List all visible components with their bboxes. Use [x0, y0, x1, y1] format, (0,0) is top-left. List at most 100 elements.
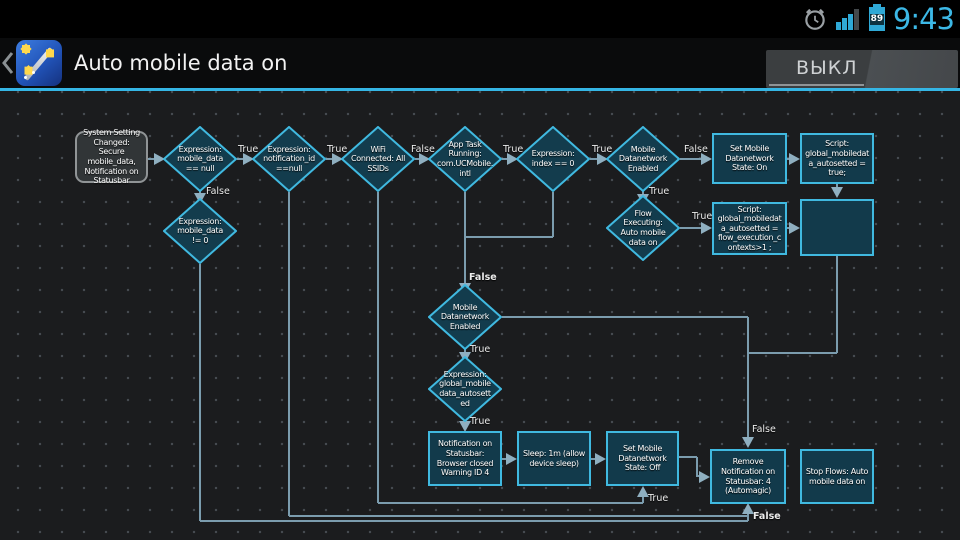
- edge-arrow-up: [742, 503, 754, 514]
- node-label: Script: global_mobiledata_autosetted = t…: [805, 139, 869, 178]
- node-expr-index-0[interactable]: Expression: index == 0: [516, 126, 590, 192]
- edge-arrow-right: [789, 153, 800, 165]
- signal-strength-icon: [835, 8, 859, 30]
- edge-segment: [378, 502, 643, 504]
- edge-label: False: [752, 424, 776, 435]
- node-label: Set Mobile Datanetwork State: Off: [618, 444, 667, 473]
- node-set-data-on[interactable]: Set Mobile Datanetwork State: On: [712, 133, 787, 184]
- edge-label: False: [469, 272, 497, 283]
- node-label: Expression: index == 0: [531, 149, 575, 168]
- diamond-shape: [163, 126, 237, 192]
- flow-enable-toggle[interactable]: ВЫКЛ: [766, 50, 958, 88]
- node-label: Stop Flows: Auto mobile data on: [805, 466, 869, 486]
- edge-segment: [680, 158, 704, 160]
- node-mobile-data-enabled-mid[interactable]: Mobile Datanetwork Enabled: [428, 284, 502, 350]
- node-app-task-running[interactable]: App Task Running: com.UCMobile.intl: [428, 126, 502, 192]
- diamond-shape: [606, 195, 680, 261]
- edge-segment: [748, 352, 837, 354]
- node-label: Set Mobile Datanetwork State: On: [725, 144, 774, 173]
- edge-label: True: [692, 211, 713, 222]
- node-label: [802, 201, 872, 254]
- edge-segment: [377, 192, 379, 503]
- node-expr-notification-id-null[interactable]: Expression: notification_id==null: [252, 126, 326, 192]
- edge-segment: [200, 520, 748, 522]
- node-stop-flows[interactable]: Stop Flows: Auto mobile data on: [800, 449, 874, 504]
- node-wifi-connected[interactable]: WiFi Connected: All SSIDs: [341, 126, 415, 192]
- node-expr-autosetted[interactable]: Expression: global_mobiledata_autosetted: [428, 356, 502, 422]
- battery-level: 89: [869, 13, 885, 25]
- node-label: Expression: global_mobiledata_autosetted: [439, 369, 491, 408]
- node-sleep[interactable]: Sleep: 1m (allow device sleep): [517, 431, 591, 486]
- edge-label: True: [649, 186, 670, 197]
- node-label: Mobile Datanetwork Enabled: [618, 144, 668, 173]
- node-action-blank[interactable]: [800, 199, 874, 256]
- edge-arrow-right: [507, 153, 518, 165]
- diamond-shape: [428, 356, 502, 422]
- edge-arrow-right: [332, 153, 343, 165]
- edge-arrow-right: [595, 453, 606, 465]
- edge-label: True: [503, 144, 524, 155]
- edge-arrow-right: [506, 453, 517, 465]
- node-label: WiFi Connected: All SSIDs: [350, 144, 406, 173]
- edge-arrow-right: [419, 153, 430, 165]
- node-mobile-data-enabled-top[interactable]: Mobile Datanetwork Enabled: [606, 126, 680, 192]
- node-script-autosetted-contexts[interactable]: Script: global_mobiledata_autosetted = f…: [712, 202, 787, 255]
- battery-icon: 89: [868, 4, 885, 31]
- page-title: Auto mobile data on: [74, 51, 288, 75]
- edge-segment: [464, 192, 466, 286]
- edge-segment: [590, 158, 600, 160]
- edge-label: True: [648, 493, 669, 504]
- node-label: Expression: notification_id==null: [263, 144, 315, 173]
- node-expr-mobile-data-not-0[interactable]: Expression: mobile_data != 0: [163, 198, 237, 264]
- edge-arrow-right: [154, 153, 165, 165]
- node-flow-executing[interactable]: Flow Executing: Auto mobile data on: [606, 195, 680, 261]
- node-label: Script: global_mobiledata_autosetted = f…: [717, 204, 782, 252]
- edge-label: True: [470, 344, 491, 355]
- node-remove-notification[interactable]: Remove Notification on Statusbar: 4 (Aut…: [710, 449, 786, 504]
- edge-segment: [148, 158, 158, 160]
- back-button[interactable]: [0, 38, 16, 88]
- edge-label: False: [411, 144, 435, 155]
- node-label: Sleep: 1m (allow device sleep): [523, 448, 585, 468]
- edge-segment: [696, 457, 698, 477]
- edge-arrow-up: [637, 486, 649, 497]
- star-icon: [45, 47, 55, 57]
- action-bar: Auto mobile data on ВЫКЛ: [0, 38, 960, 91]
- node-script-autosetted-true[interactable]: Script: global_mobiledata_autosetted = t…: [800, 133, 874, 184]
- status-clock: 9:43: [892, 2, 955, 36]
- diamond-shape: [252, 126, 326, 192]
- edge-segment: [680, 227, 704, 229]
- star-icon: [24, 64, 33, 73]
- diamond-shape: [606, 126, 680, 192]
- app-icon[interactable]: [16, 40, 62, 86]
- flow-canvas[interactable]: System Setting Changed: Secure mobile_da…: [0, 91, 960, 540]
- status-bar: 89 9:43: [0, 0, 960, 38]
- edge-label: False: [684, 144, 708, 155]
- node-set-data-off[interactable]: Set Mobile Datanetwork State: Off: [606, 431, 679, 486]
- edge-segment: [747, 317, 749, 441]
- diamond-shape: [428, 284, 502, 350]
- node-expr-mobile-data-null[interactable]: Expression: mobile_data == null: [163, 126, 237, 192]
- edge-segment: [502, 316, 748, 318]
- diamond-shape: [341, 126, 415, 192]
- edge-arrow-down: [831, 187, 843, 198]
- edge-segment: [502, 458, 509, 460]
- node-notification-statusbar[interactable]: Notification on Statusbar: Browser close…: [428, 431, 502, 486]
- edge-label: True: [470, 416, 491, 427]
- edge-label: False: [753, 511, 781, 522]
- edge-segment: [679, 456, 697, 458]
- edge-segment: [199, 264, 201, 521]
- toggle-underline: [769, 84, 864, 86]
- edge-label: True: [327, 144, 348, 155]
- node-start[interactable]: System Setting Changed: Secure mobile_da…: [75, 128, 148, 186]
- edge-label: False: [206, 186, 230, 197]
- edge-label: True: [592, 144, 613, 155]
- edge-arrow-right: [701, 153, 712, 165]
- node-label: Expression: mobile_data != 0: [177, 216, 223, 245]
- node-label: Expression: mobile_data == null: [177, 144, 223, 173]
- edge-segment: [552, 192, 554, 237]
- edge-segment: [288, 192, 290, 516]
- node-label: Remove Notification on Statusbar: 4 (Aut…: [721, 457, 775, 496]
- edge-arrow-down: [742, 437, 754, 448]
- node-label: System Setting Changed: Secure mobile_da…: [83, 128, 140, 186]
